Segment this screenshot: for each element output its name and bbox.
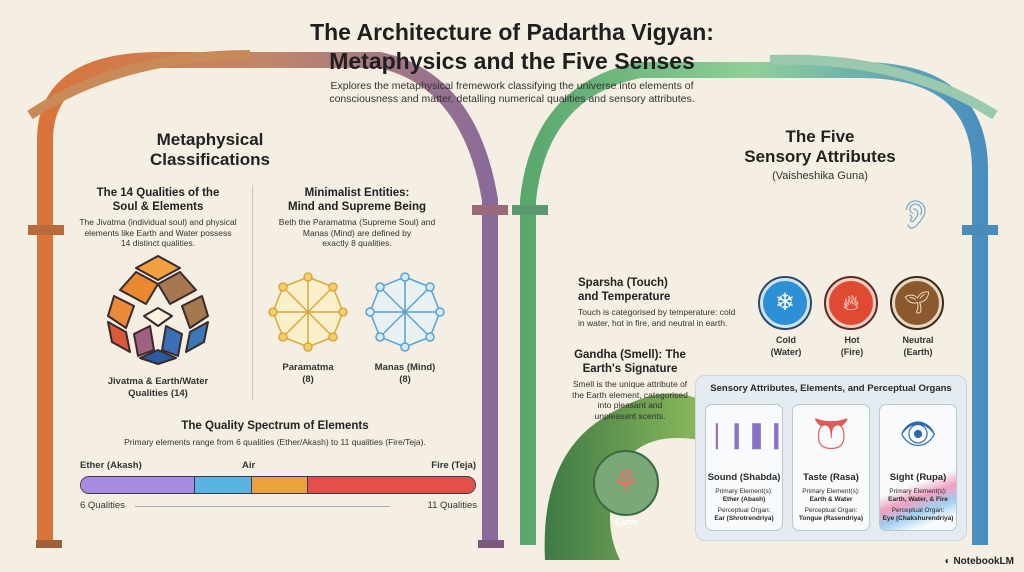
sound-card: ❘❙❚❙❘ Sound (Shabda) Primary Element(s):… xyxy=(705,404,807,531)
tongue-icon: 👅︎ xyxy=(811,418,851,451)
sight-card: 👁︎ Sight (Rupa) Primary Element(s):Earth… xyxy=(879,404,957,531)
fire-segment xyxy=(307,477,475,493)
manas-label: Manas (Mind)(8) xyxy=(374,362,436,385)
max-qualities: 11 Qualities xyxy=(427,500,477,511)
smell-wave xyxy=(544,393,700,560)
column-divider xyxy=(252,185,253,400)
sound-wave-icon: ❘❙❚❙❘ xyxy=(706,419,807,449)
minimal-section: Minimalist Entities:Mind and Supreme Bei… xyxy=(278,187,436,248)
taste-card: 👅︎ Taste (Rasa) Primary Element(s):Earth… xyxy=(792,404,870,531)
hexagon-14-qualities-icon xyxy=(107,255,209,365)
page-subtitle: Explores the metaphysical fremework clas… xyxy=(329,80,695,105)
paramatma-label: Paramatma(8) xyxy=(282,362,334,385)
min-qualities: 6 Qualities xyxy=(80,500,125,511)
sensory-table-title: Sensory Attributes, Elements, and Percep… xyxy=(710,383,952,394)
lotus-earth-icon: ⚘︎ xyxy=(593,450,659,516)
earth-label: Earth xyxy=(614,517,638,527)
notebooklm-brand: ◐ NotebookLM xyxy=(944,556,1014,567)
eye-icon: 👁︎ xyxy=(898,418,938,451)
network-icons xyxy=(268,272,445,352)
spectrum-header: The Quality Spectrum of Elements Primary… xyxy=(124,420,426,447)
water-segment xyxy=(251,477,307,493)
page-title: The Architecture of Padartha Vigyan:Meta… xyxy=(310,19,714,74)
manas-network-icon xyxy=(365,272,445,352)
air-label: Air xyxy=(242,460,256,471)
range-arrow xyxy=(135,506,390,507)
right-heading-sub: (Vaisheshika Guna) xyxy=(772,170,868,182)
sprout-icon: 🌱︎ xyxy=(890,276,944,330)
fire-label: Fire (Teja) xyxy=(431,460,476,471)
right-arch xyxy=(520,62,988,545)
temperature-icons: ❄︎Cold(Water) 🔥︎Hot(Fire) 🌱︎Neutral(Eart… xyxy=(758,276,960,358)
paramatma-network-icon xyxy=(268,272,348,352)
notebooklm-logo-icon: ◐ xyxy=(944,556,954,567)
ether-label: Ether (Akash) xyxy=(80,460,142,471)
snowflake-icon: ❄︎ xyxy=(758,276,812,330)
sparsha-section: Sparsha (Touch)and Temperature Touch is … xyxy=(578,277,736,328)
ether-segment xyxy=(81,477,194,493)
ear-icon: 👂︎ xyxy=(898,199,934,230)
air-segment xyxy=(194,477,251,493)
sensory-table: Sensory Attributes, Elements, and Percep… xyxy=(695,375,967,541)
quality-spectrum-bar xyxy=(80,476,476,494)
flame-icon: 🔥︎ xyxy=(824,276,878,330)
